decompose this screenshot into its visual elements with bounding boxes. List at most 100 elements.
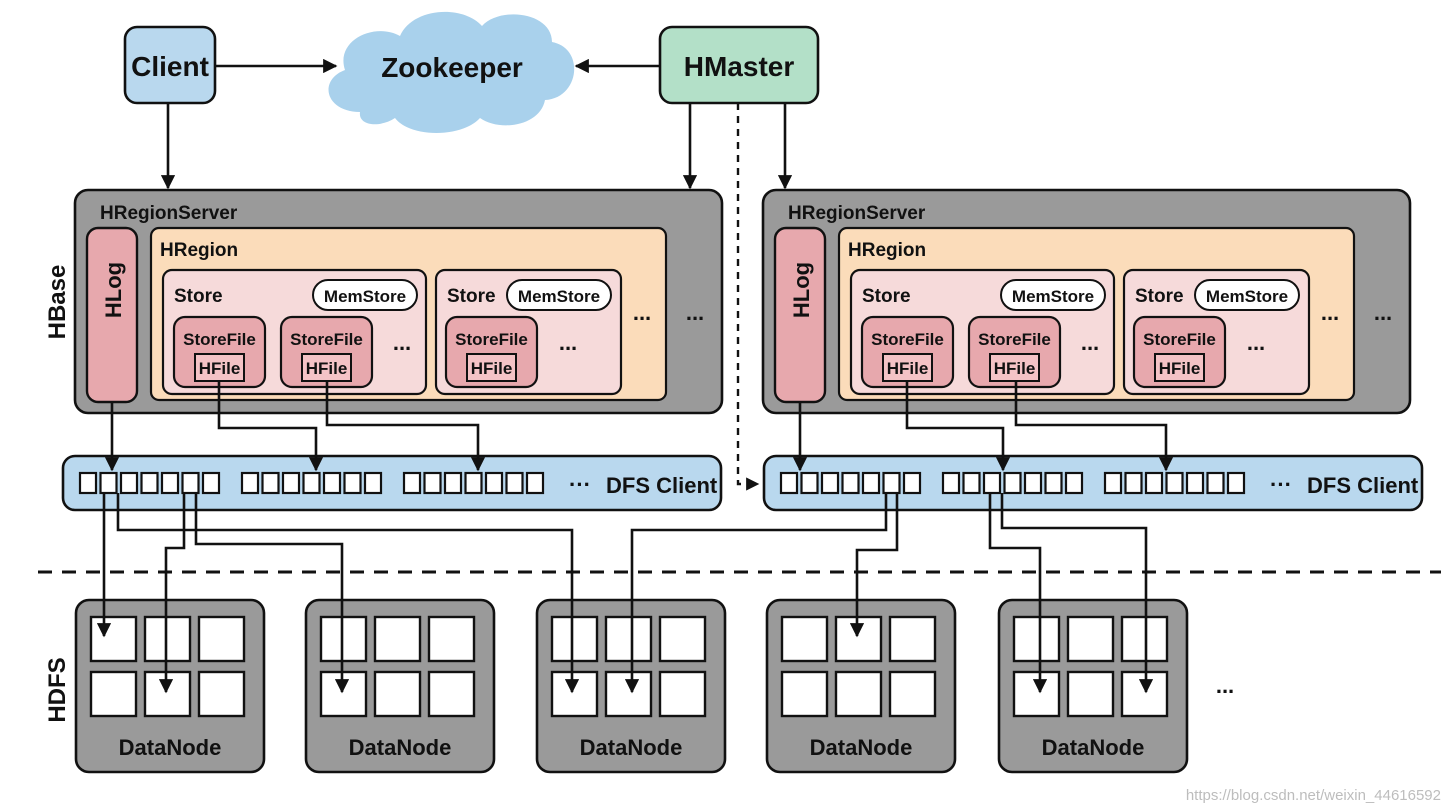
hfile-label: HFile (306, 359, 348, 378)
dfs-block (1124, 471, 1143, 495)
dfs-block (861, 471, 881, 495)
dfs-block (302, 471, 321, 495)
arrow-dfs-dn3-block4 (116, 493, 580, 694)
datanode-block (319, 670, 368, 718)
dfs-block (982, 471, 1002, 495)
storefile-ellipsis: ... (1081, 330, 1099, 355)
arrow-dfs-dn1-block5 (158, 493, 186, 694)
datanode-block (604, 615, 653, 663)
datanode-block (888, 670, 937, 718)
hfile-label: HFile (1159, 359, 1201, 378)
dfs-client-box (762, 454, 1424, 512)
dfs-block (281, 471, 301, 495)
datanode-block (780, 670, 829, 718)
datanode-block (1120, 670, 1169, 718)
datanode: DataNode (74, 598, 266, 774)
datanode: DataNode (997, 598, 1189, 774)
datanode-ellipsis: ... (1216, 673, 1234, 698)
memstore-label: MemStore (1206, 287, 1288, 306)
storefile-label: StoreFile (183, 330, 256, 349)
datanode-block (834, 670, 883, 718)
datanode-block (373, 670, 422, 718)
arrow-dfs-dn3-block5 (624, 493, 888, 694)
dfs-block (1023, 471, 1043, 495)
hregion-label: HRegion (160, 240, 238, 261)
datanode: DataNode (304, 598, 496, 774)
datanode-block (373, 615, 422, 663)
datanode-block (658, 670, 707, 718)
arrow-dfs-dn5-block4 (988, 493, 1048, 694)
watermark: https://blog.csdn.net/weixin_44616592 (1186, 787, 1441, 804)
arrow-storefile1-dfs-right (905, 381, 1011, 472)
hfile-label: HFile (994, 359, 1036, 378)
storefile-ellipsis: ... (1247, 330, 1265, 355)
dfs-client-ellipsis: ··· (1270, 472, 1292, 497)
hfile-label: HFile (887, 359, 929, 378)
datanode-block (1066, 670, 1115, 718)
dfs-block (363, 471, 383, 495)
dfs-block (1165, 471, 1184, 495)
dfs-block (1044, 471, 1063, 495)
zookeeper-cloud (328, 11, 575, 133)
dfs-block (99, 471, 118, 495)
datanode-block (550, 670, 599, 718)
dfs-block (902, 471, 922, 495)
hmaster-node: HMaster (658, 25, 820, 105)
dfs-client-box (61, 454, 723, 512)
store-label: Store (862, 286, 911, 307)
arrow-storefile2-dfs-left (325, 381, 486, 472)
storefile-label: StoreFile (978, 330, 1051, 349)
hfile-box (989, 353, 1040, 382)
datanode-block (143, 670, 192, 718)
region-ellipsis: ... (1374, 300, 1392, 325)
dfs-block-group (78, 471, 221, 495)
arrow-dfs-dn2-block4 (194, 493, 350, 694)
arrow-hmaster-dfsclient-dashed (736, 103, 760, 491)
datanode-block (427, 670, 476, 718)
dfs-block (119, 471, 139, 495)
storefile-label: StoreFile (871, 330, 944, 349)
storefile-ellipsis: ... (393, 330, 411, 355)
datanode-block (319, 615, 368, 663)
dfs-block (201, 471, 221, 495)
datanode-block (604, 670, 653, 718)
memstore-badge (506, 279, 612, 311)
dfs-block (240, 471, 260, 495)
datanode-label: DataNode (810, 735, 913, 760)
region-server-title: HRegionServer (788, 203, 926, 224)
dfs-client: ···DFS Client (762, 454, 1424, 512)
store-label: Store (447, 286, 496, 307)
dfs-block-group (402, 471, 545, 495)
datanode-block (550, 615, 599, 663)
datanode-block (1012, 615, 1061, 663)
dfs-block (1064, 471, 1084, 495)
storefile-label: StoreFile (1143, 330, 1216, 349)
zookeeper-label: Zookeeper (381, 52, 523, 83)
dfs-client-label: DFS Client (606, 473, 718, 498)
dfs-block (261, 471, 280, 495)
datanode-block (89, 615, 138, 663)
dfs-block (962, 471, 981, 495)
datanode-label: DataNode (1042, 735, 1145, 760)
dfs-block (800, 471, 819, 495)
memstore-badge (1000, 279, 1106, 311)
datanode-block (427, 615, 476, 663)
dfs-block (820, 471, 840, 495)
store-ellipsis: ... (1321, 300, 1339, 325)
dfs-block-group (941, 471, 1084, 495)
dfs-block (525, 471, 545, 495)
datanode-block (834, 615, 883, 663)
layer-label-hdfs: HDFS (44, 657, 71, 722)
dfs-block (322, 471, 342, 495)
region-ellipsis: ... (686, 300, 704, 325)
datanode-block (888, 615, 937, 663)
datanode-block (1066, 615, 1115, 663)
region-server-title: HRegionServer (100, 203, 238, 224)
